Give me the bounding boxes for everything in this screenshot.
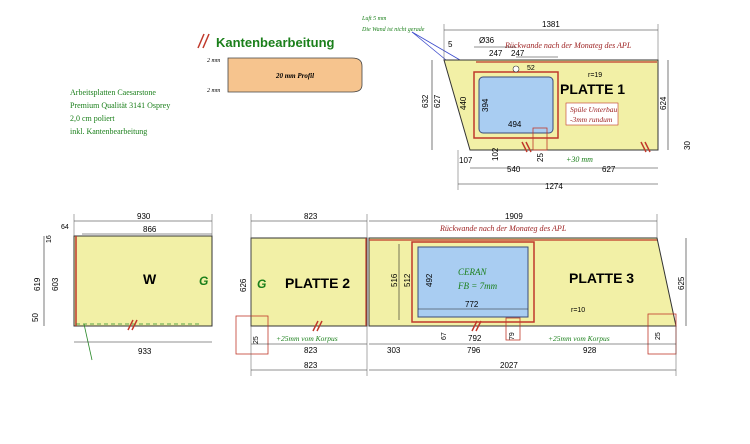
plate-1-drawing: Luft 5 mm Die Wand ist nicht gerade PLAT…: [361, 15, 692, 191]
edge-bottom-label: 2 mm: [207, 88, 221, 94]
svg-text:2027: 2027: [500, 361, 518, 370]
svg-text:107: 107: [459, 156, 473, 165]
svg-text:79: 79: [509, 332, 516, 340]
plate-w-g-label: G: [199, 274, 208, 288]
svg-text:494: 494: [508, 120, 522, 129]
svg-text:933: 933: [138, 347, 152, 356]
svg-text:626: 626: [239, 278, 248, 292]
svg-text:inkl. Kantenbearbeitung: inkl. Kantenbearbeitung: [70, 127, 147, 136]
wall-note: Die Wand ist nicht gerade: [361, 27, 425, 33]
svg-text:440: 440: [459, 96, 468, 110]
svg-text:67: 67: [441, 332, 448, 340]
svg-text:512: 512: [403, 273, 412, 287]
fb-label: FB = 7mm: [457, 281, 498, 291]
svg-text:102: 102: [491, 147, 500, 161]
svg-text:247: 247: [511, 49, 525, 58]
edge-top-label: 2 mm: [207, 58, 221, 64]
plate-w-drawing: W G 930 64 866 16 619 603 50 933: [31, 212, 213, 361]
plus-25-right: +25mm vom Korpus: [548, 334, 610, 343]
svg-text:625: 625: [677, 276, 686, 290]
svg-text:627: 627: [433, 94, 442, 108]
svg-text:30: 30: [683, 141, 692, 150]
svg-text:r=19: r=19: [588, 72, 602, 79]
plate-w: [73, 235, 213, 327]
svg-text:792: 792: [468, 334, 482, 343]
svg-text:796: 796: [467, 346, 481, 355]
svg-text:619: 619: [33, 277, 42, 291]
svg-text:394: 394: [481, 98, 490, 112]
svg-text:1909: 1909: [505, 212, 523, 221]
svg-text:632: 632: [421, 94, 430, 108]
material-spec: Arbeitsplatten Caesarstone Premium Quali…: [70, 88, 170, 136]
sink-cutout: [478, 76, 554, 134]
sink-note-2: -3mm rundum: [570, 115, 613, 124]
svg-text:52: 52: [527, 65, 535, 72]
svg-text:823: 823: [304, 361, 318, 370]
tap-hole: [512, 65, 520, 73]
svg-text:772: 772: [465, 300, 479, 309]
edge-mark-icon: [197, 33, 205, 49]
backsplash-note-1: Rückwande nach der Monateg des APL: [504, 41, 632, 50]
svg-text:r=10: r=10: [571, 307, 585, 314]
plus-25-left: +25mm vom Korpus: [276, 334, 338, 343]
profile-label: 20 mm Profil: [275, 72, 314, 80]
svg-text:303: 303: [387, 346, 401, 355]
svg-text:50: 50: [31, 313, 40, 322]
svg-text:823: 823: [304, 346, 318, 355]
plate-w-label: W: [143, 271, 157, 287]
svg-text:823: 823: [304, 212, 318, 221]
svg-text:25: 25: [536, 153, 545, 162]
svg-text:Ø36: Ø36: [479, 36, 495, 45]
air-gap-note: Luft 5 mm: [361, 15, 387, 22]
svg-text:64: 64: [61, 224, 69, 231]
plate-3-label: PLATTE 3: [569, 270, 634, 286]
svg-text:624: 624: [659, 96, 668, 110]
edge-profile-shape: [227, 57, 363, 93]
sink-note-1: Spüle Unterbau: [570, 105, 618, 114]
svg-text:627: 627: [602, 165, 616, 174]
plate-2: [250, 237, 368, 327]
plate-2-drawing: PLATTE 2 G +25mm vom Korpus 823 626 626 …: [235, 212, 382, 371]
svg-text:492: 492: [425, 273, 434, 287]
plate-3-drawing: CERAN FB = 7mm PLATTE 3 r=10 Rückwande n…: [368, 212, 687, 371]
svg-text:25: 25: [655, 332, 662, 340]
svg-text:Arbeitsplatten Caesarstone: Arbeitsplatten Caesarstone: [70, 88, 156, 97]
svg-text:16: 16: [46, 235, 53, 243]
extension-lines: [73, 24, 677, 376]
plate-2-label: PLATTE 2: [285, 275, 350, 291]
svg-text:930: 930: [137, 212, 151, 221]
plus-30-note: +30 mm: [566, 155, 593, 164]
svg-text:516: 516: [390, 273, 399, 287]
svg-text:928: 928: [583, 346, 597, 355]
svg-text:603: 603: [51, 277, 60, 291]
svg-text:5: 5: [448, 40, 453, 49]
svg-text:540: 540: [507, 165, 521, 174]
svg-text:1274: 1274: [545, 182, 563, 191]
ceran-label: CERAN: [458, 267, 487, 277]
backsplash-note-2: Rückwande nach der Monateg des APL: [439, 224, 567, 233]
svg-text:Premium Qualität 3141 Osprey: Premium Qualität 3141 Osprey: [70, 101, 170, 110]
plate-2-g-label: G: [257, 277, 266, 291]
svg-text:1381: 1381: [542, 20, 560, 29]
svg-text:2,0 cm poliert: 2,0 cm poliert: [70, 114, 115, 123]
svg-text:25: 25: [253, 336, 260, 344]
svg-text:866: 866: [143, 225, 157, 234]
plate-1-label: PLATTE 1: [560, 81, 625, 97]
section-title: Kantenbearbeitung: [216, 35, 335, 50]
edge-profile-section: Kantenbearbeitung 20 mm Profil 2 mm 2 mm: [197, 33, 363, 94]
svg-text:247: 247: [489, 49, 503, 58]
cooktop-cutout: [417, 246, 529, 318]
